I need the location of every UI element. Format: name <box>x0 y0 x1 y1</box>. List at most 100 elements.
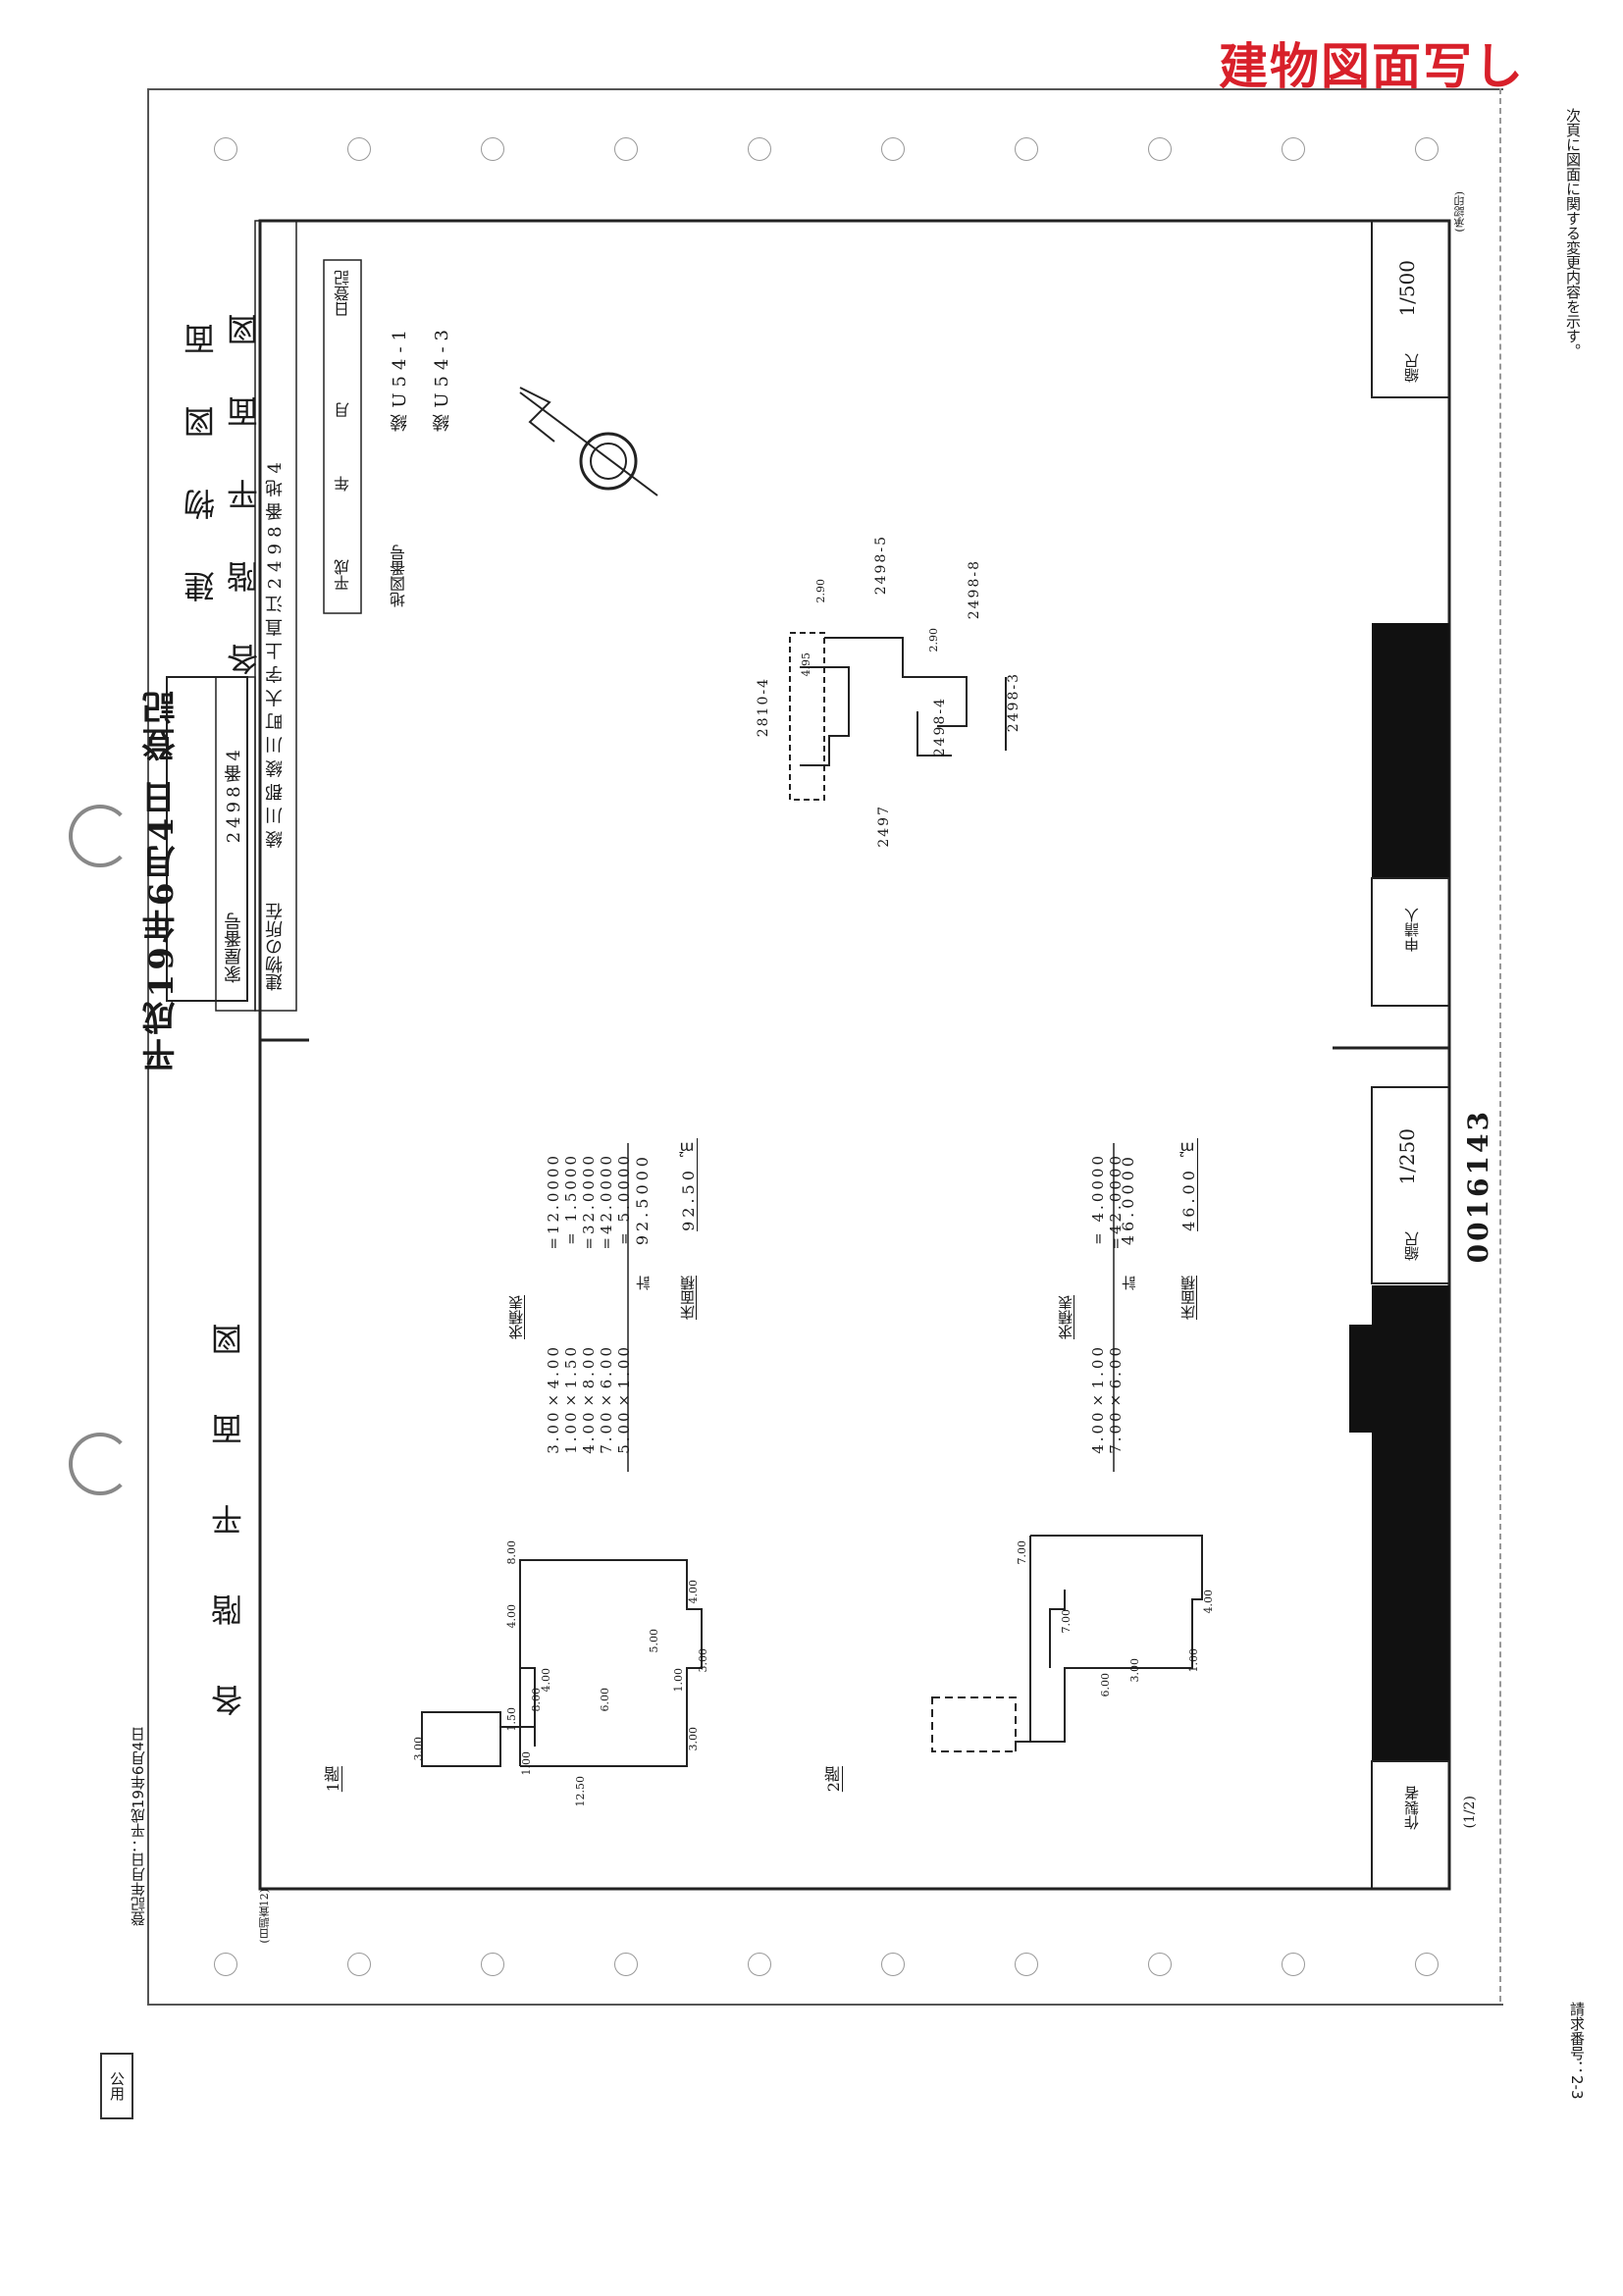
perforation-hole <box>481 137 504 161</box>
dimension-label: 3.00 <box>412 1737 425 1761</box>
parcel-label: 2498-8 <box>967 559 982 620</box>
floor2-plan <box>931 1535 1203 1752</box>
dimension-label: 1.00 <box>520 1751 533 1776</box>
building-plan-subtitle: 各 階 平 面 図 <box>226 304 263 675</box>
sheet-tear-line <box>1499 88 1501 2002</box>
dimension-label: 3.00 <box>697 1648 709 1673</box>
binder-hole-mark-top <box>69 805 131 867</box>
drawing-frame <box>258 219 1451 1891</box>
header-registration-box <box>166 676 248 1002</box>
date-box-year: 年 <box>334 476 352 492</box>
floor1-floor-area: 92.50 ㎡ <box>679 1138 698 1231</box>
parcel-label: 2810-4 <box>756 677 771 738</box>
perforation-hole <box>1015 1953 1038 1976</box>
floor2-total: 46.0000 <box>1119 1153 1137 1246</box>
applicant-label: 申請人 <box>1403 908 1421 952</box>
floor2-total-label: 計 <box>1121 1276 1138 1290</box>
dimension-label: 3.00 <box>1128 1658 1141 1683</box>
calc-value: = 1.5000 <box>562 1153 580 1245</box>
margin-label-left: (日調査12) <box>258 1889 271 1944</box>
dimension-label: 1.00 <box>672 1668 685 1693</box>
perforation-hole <box>1415 137 1439 161</box>
change-note: 次頁に図面に関する変更内容を示す。 <box>1564 108 1582 358</box>
dimension-label: 8.00 <box>530 1688 543 1712</box>
scale-box-top <box>1371 220 1450 398</box>
dimension-label: 12.50 <box>574 1776 587 1807</box>
floor2-label: 2階 <box>824 1766 843 1793</box>
map-number-2: 綾U54-3 <box>432 324 452 432</box>
perforation-hole <box>481 1953 504 1976</box>
calc-value: =12.0000 <box>545 1153 562 1250</box>
calc-value: = 4.0000 <box>1089 1153 1107 1245</box>
parcel-label: 2498-4 <box>932 697 948 757</box>
site-dimension: 2.90 <box>927 628 940 652</box>
perforation-hole <box>614 137 638 161</box>
serial-number: 0016143 <box>1462 1109 1494 1264</box>
calc-expression: 5.00×1.00 <box>615 1344 633 1454</box>
dimension-label: 7.00 <box>1060 1609 1073 1634</box>
floor-plan-title: 各 階 平 面 図 <box>210 1310 247 1716</box>
perforation-hole <box>214 1953 237 1976</box>
perforation-hole <box>1148 137 1172 161</box>
calc-value: = 5.0000 <box>615 1153 633 1245</box>
site-dimension: 2.90 <box>814 579 827 603</box>
map-number-label: 地図番号 <box>390 545 408 607</box>
scale-value-bottom: 1/250 <box>1395 1128 1419 1185</box>
perforation-hole <box>347 1953 371 1976</box>
sheet-border <box>147 88 1503 2006</box>
dimension-label: 8.00 <box>505 1540 518 1565</box>
calc-value: =42.0000 <box>598 1153 615 1250</box>
floor2-floor-area: 46.00 ㎡ <box>1179 1138 1198 1231</box>
map-number-1: 綾U54-1 <box>390 324 410 432</box>
site-dimension: 4.95 <box>800 652 812 677</box>
dimension-label: 5.00 <box>648 1629 660 1653</box>
floor1-floor-area-label: 床面積 <box>679 1276 697 1320</box>
header-location-box <box>254 220 297 1012</box>
redacted-box-top <box>1372 623 1449 878</box>
calc-expression: 3.00×4.00 <box>545 1344 562 1454</box>
perforation-hole <box>1015 137 1038 161</box>
building-plan-title: 建 物 図 面 <box>183 314 220 602</box>
floor2-floor-area-label: 床面積 <box>1179 1276 1197 1320</box>
perforation-hole <box>748 1953 771 1976</box>
dimension-label: 4.00 <box>1202 1590 1215 1614</box>
floor1-total: 92.5000 <box>633 1153 652 1246</box>
floor1-plan <box>421 1559 703 1767</box>
dimension-label: 6.00 <box>1099 1673 1112 1697</box>
scale-label-top: 縮尺 <box>1403 353 1421 383</box>
document-stamp: 建物図面写し <box>1219 38 1525 95</box>
dimension-label: 1.00 <box>1187 1648 1200 1673</box>
calc-expression: 1.00×1.50 <box>562 1344 580 1454</box>
perforation-hole <box>1415 1953 1439 1976</box>
scale-label-bottom: 縮尺 <box>1403 1231 1421 1261</box>
house-number-value: 2498番4 <box>224 746 244 844</box>
applicant-box <box>1371 877 1450 1007</box>
binder-hole-mark-bottom <box>69 1433 131 1495</box>
perforation-hole <box>881 1953 905 1976</box>
dimension-label: 1.50 <box>505 1707 518 1732</box>
floor1-total-label: 計 <box>635 1276 653 1290</box>
date-box-era: 平成 <box>334 559 352 591</box>
page-number: (1/2) <box>1462 1796 1478 1829</box>
calc-expression: 4.00×1.00 <box>1089 1344 1107 1454</box>
date-box <box>323 259 362 614</box>
calc-expression: 4.00×8.00 <box>580 1344 598 1454</box>
scale-value-top: 1/500 <box>1395 260 1419 317</box>
public-use-label: 公用 <box>100 2053 133 2119</box>
perforation-hole <box>614 1953 638 1976</box>
calc-expression: 7.00×6.00 <box>1107 1344 1125 1454</box>
calc-expression: 7.00×6.00 <box>598 1344 615 1454</box>
perforation-hole <box>881 137 905 161</box>
redacted-tab <box>1349 1325 1373 1433</box>
request-number: 請求番号：2-3 <box>1568 2002 1586 2100</box>
dimension-label: 3.00 <box>687 1727 700 1751</box>
dimension-label: 4.00 <box>687 1580 700 1604</box>
perforation-hole <box>1148 1953 1172 1976</box>
location-label: 建物の所在 <box>265 903 286 991</box>
floor1-calc-title: 求積表 <box>507 1295 525 1339</box>
maker-box <box>1371 1760 1450 1890</box>
date-box-day: 日登記 <box>334 270 352 317</box>
perforation-hole <box>214 137 237 161</box>
parcel-label: 2497 <box>876 805 892 848</box>
dimension-label: 6.00 <box>599 1688 611 1712</box>
